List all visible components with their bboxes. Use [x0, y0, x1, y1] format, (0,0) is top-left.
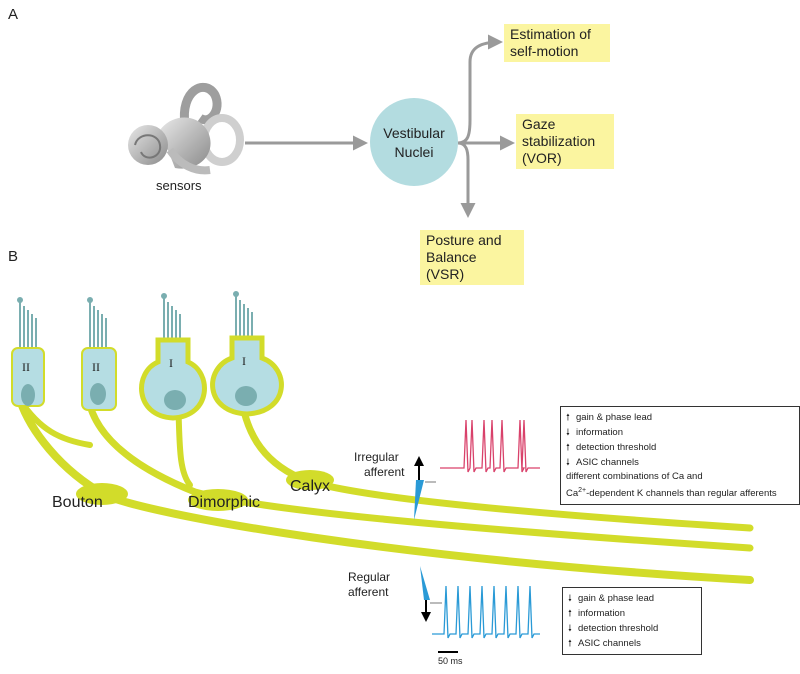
panel-a-letter: A: [8, 6, 19, 23]
spike-waveform: [432, 585, 540, 639]
calyx-label: Calyx: [290, 478, 331, 495]
vestibular-nuclei-line2: Nuclei: [394, 144, 434, 160]
terminal-swellings: [76, 470, 334, 511]
scale-bar-label: 50 ms: [438, 656, 463, 666]
regular-label-line1: Regular: [348, 570, 391, 584]
hair-cell-type-label-2: II: [92, 360, 100, 374]
irregular-prop-3: 🠕detection threshold: [566, 442, 657, 453]
output-arrow-self-motion: [457, 34, 503, 145]
irregular-spike-trace: [440, 419, 540, 473]
hair-cell-type-label-3: I: [169, 356, 173, 370]
arrow-up-icon: 🠕: [566, 442, 570, 452]
vestibular-nuclei-line1: Vestibular: [383, 125, 445, 141]
irregular-afferent-label: Irregular afferent: [354, 450, 404, 480]
arrow-down-icon: 🠗: [566, 427, 570, 437]
arrow-down-icon: 🠗: [568, 593, 572, 603]
output-gaze-line2: stabilization: [522, 133, 596, 149]
output-arrow-posture: [457, 141, 476, 218]
output-gaze-line3: (VOR): [522, 150, 562, 166]
regular-prop-4: 🠕ASIC channels: [568, 638, 641, 649]
hair-cell-type-label-1: II: [22, 360, 30, 374]
regular-properties-box: 🠗gain & phase lead 🠕information 🠗detecti…: [562, 587, 702, 655]
output-self-motion-line2: self-motion: [510, 43, 579, 59]
output-self-motion: Estimation of self-motion: [504, 24, 610, 62]
regular-prop-2: 🠕information: [568, 608, 625, 619]
vestibular-nuclei-label: Vestibular Nuclei: [370, 124, 458, 162]
sensors-label: sensors: [156, 178, 202, 193]
arrow-up-icon: 🠕: [566, 412, 570, 422]
output-posture-balance: Posture and Balance (VSR): [420, 230, 524, 285]
regular-electrode-icon: [420, 566, 442, 622]
inner-ear-icon: [128, 82, 244, 175]
hair-cell-type-ii-1: [11, 297, 45, 407]
irregular-electrode-icon: [414, 456, 436, 520]
regular-afferent-label: Regular afferent: [348, 570, 390, 600]
regular-label-line2: afferent: [348, 585, 389, 599]
irregular-label-line1: Irregular: [354, 450, 399, 464]
irregular-note-line2: Ca2+-dependent K channels than regular a…: [566, 487, 777, 500]
regular-prop-1: 🠗gain & phase lead: [568, 593, 655, 604]
irregular-label-line2: afferent: [364, 465, 405, 479]
regular-prop-3: 🠗detection threshold: [568, 623, 659, 634]
output-gaze-stabilization: Gaze stabilization (VOR): [516, 114, 614, 169]
dimorphic-label: Dimorphic: [188, 494, 261, 511]
bouton-label: Bouton: [52, 494, 103, 511]
output-self-motion-line1: Estimation of: [510, 26, 591, 42]
arrow-up-icon: 🠕: [568, 608, 572, 618]
hair-cell-type-i-2: [210, 291, 284, 417]
arrow-up-icon: 🠕: [568, 638, 572, 648]
irregular-prop-1: 🠕gain & phase lead: [566, 412, 653, 423]
arrow-down-icon: 🠗: [566, 457, 570, 467]
vestibular-nuclei-node: [370, 98, 458, 186]
hair-cell-type-label-4: I: [242, 354, 246, 368]
spike-waveform: [440, 419, 540, 473]
hair-cell-type-i-1: [139, 293, 207, 421]
arrow-down-icon: 🠗: [568, 623, 572, 633]
output-posture-line1: Posture and: [426, 232, 502, 248]
irregular-properties-box: 🠕gain & phase lead 🠗information 🠕detecti…: [560, 406, 800, 506]
irregular-prop-2: 🠗information: [566, 427, 623, 438]
irregular-prop-4: 🠗ASIC channels: [566, 457, 639, 468]
regular-spike-trace: [432, 585, 540, 639]
irregular-note-line1: different combinations of Ca and: [566, 471, 703, 482]
output-gaze-line1: Gaze: [522, 116, 556, 132]
panel-b-letter: B: [8, 248, 19, 265]
output-posture-line3: (VSR): [426, 266, 465, 282]
hair-cell-type-ii-2: [81, 297, 117, 411]
output-posture-line2: Balance: [426, 249, 477, 265]
